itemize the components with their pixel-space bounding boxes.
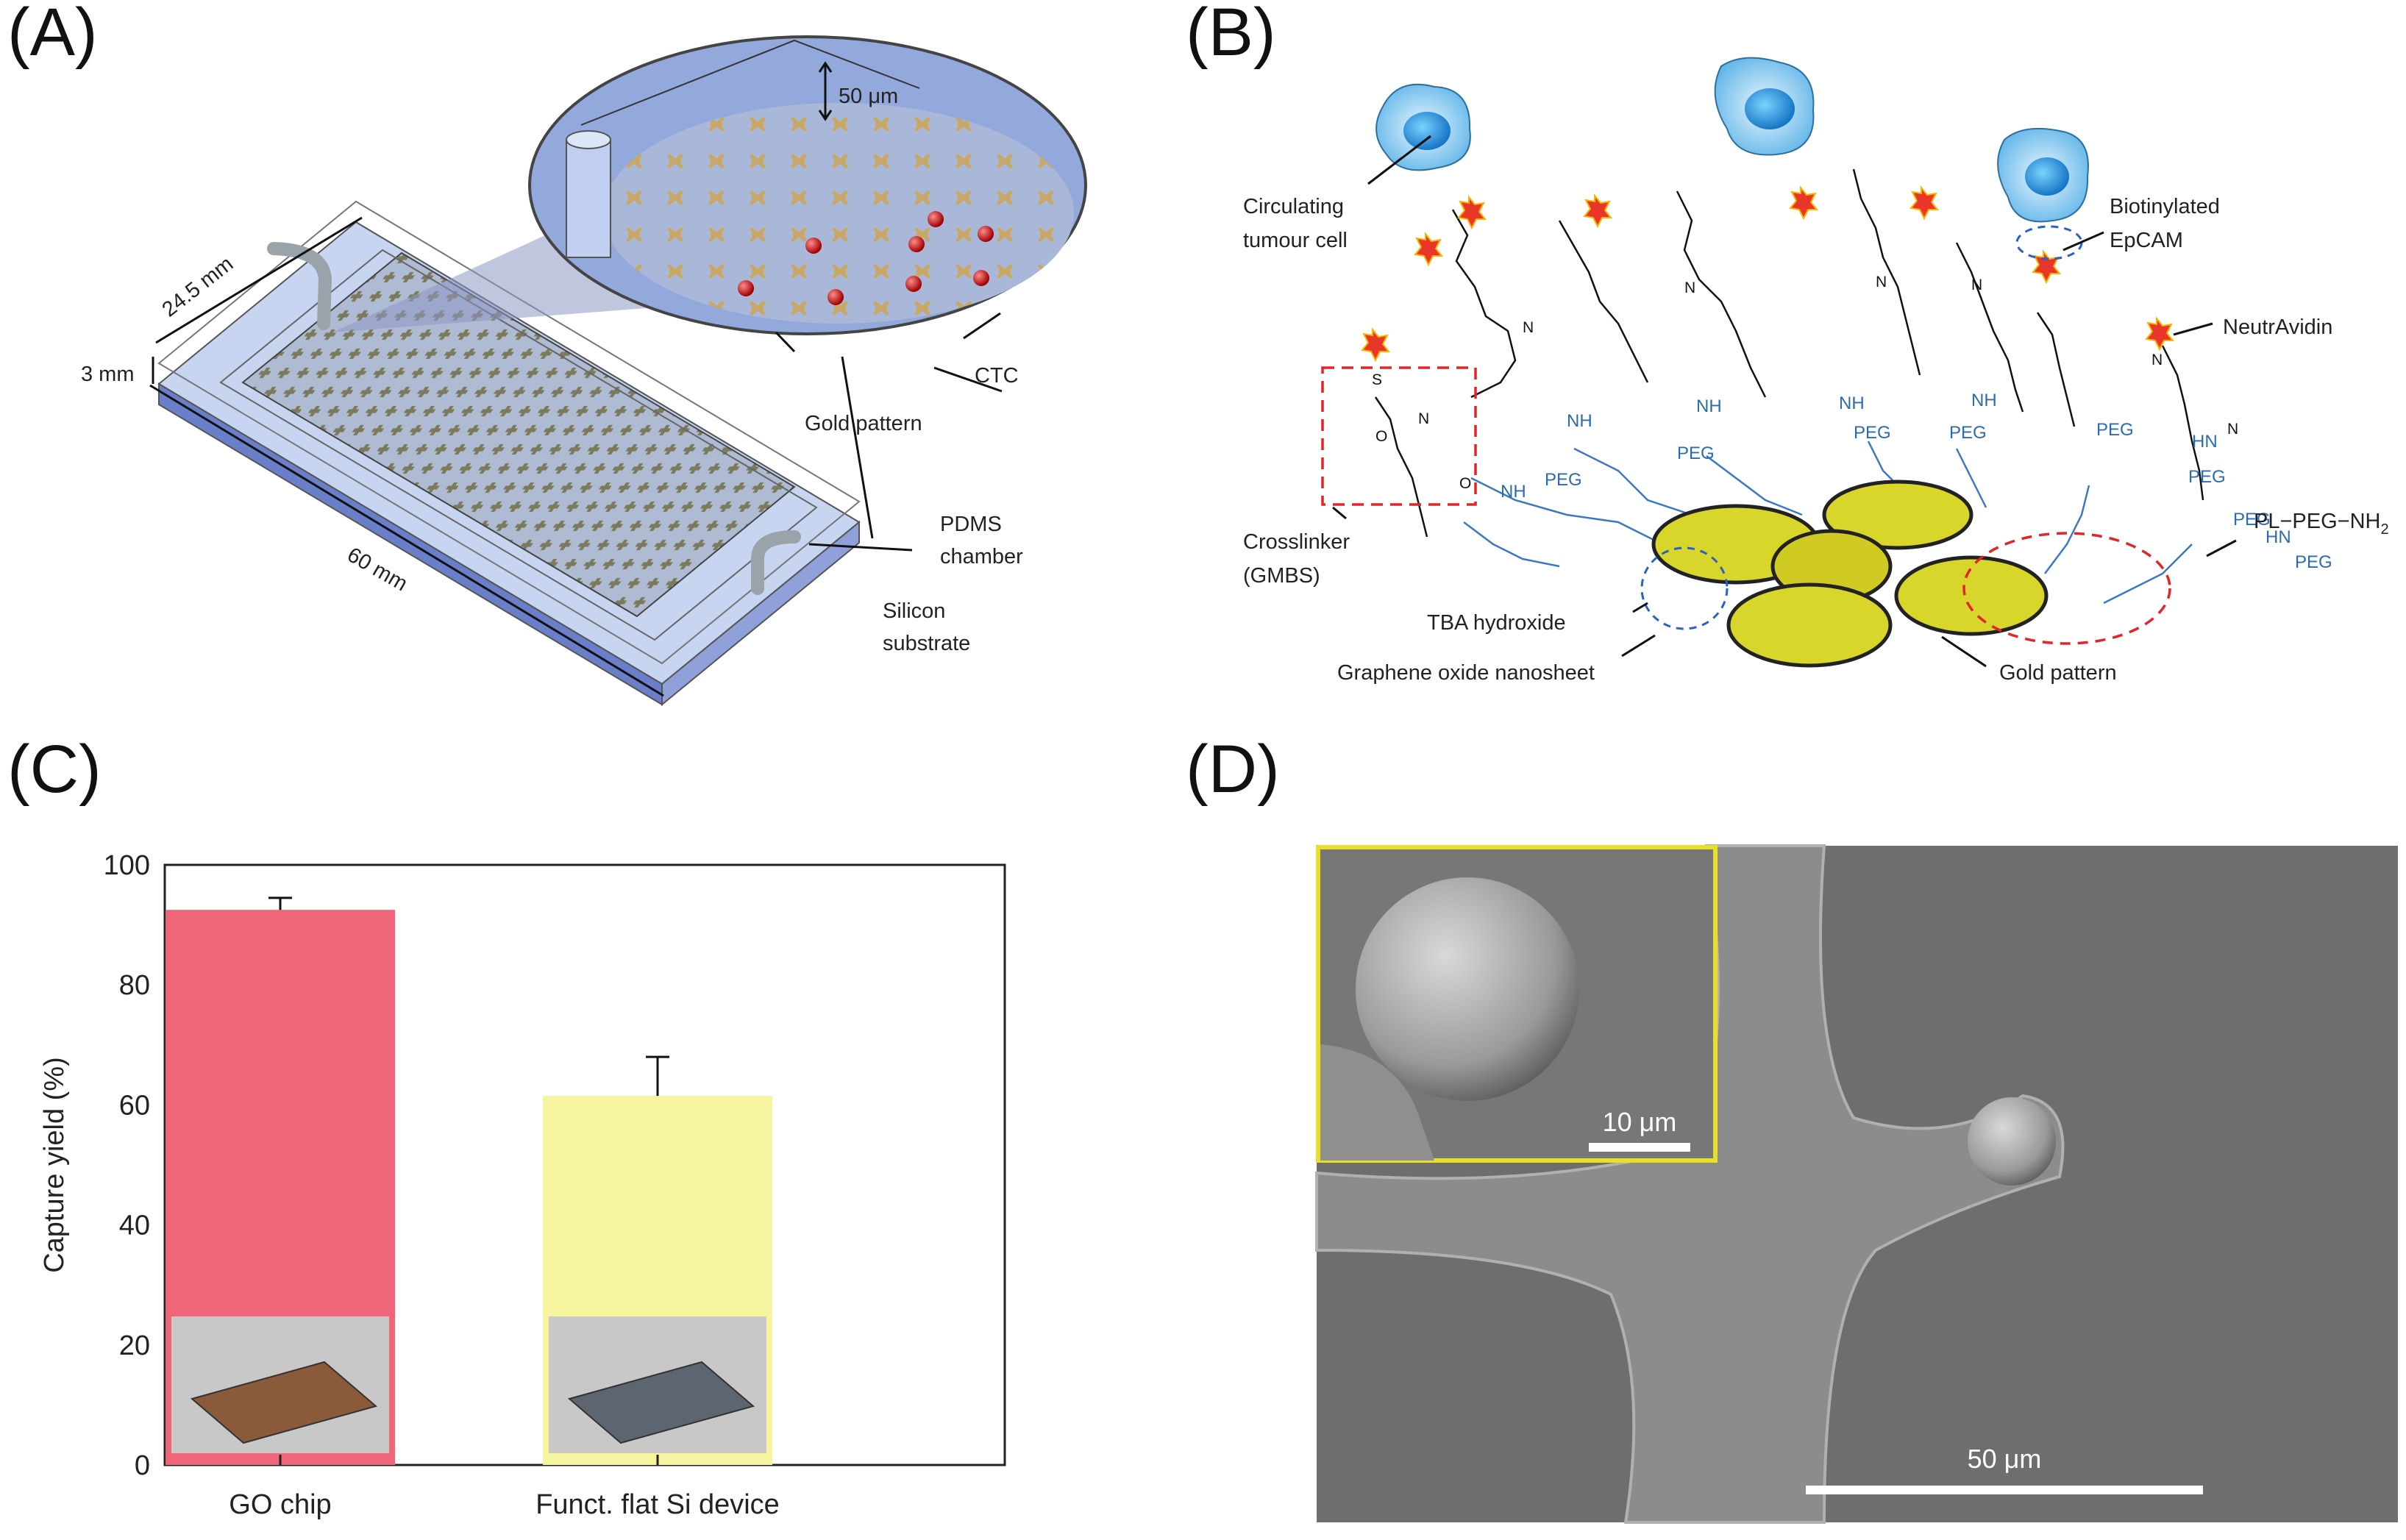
svg-text:60 mm: 60 mm (344, 543, 412, 596)
panel-b: (B) (1177, 0, 2406, 735)
panel-c: (C) 0 20 40 60 80 100 GO chip Funct. flat Si d… (0, 732, 1177, 1540)
crosslinker-highlight-box (1321, 366, 1477, 506)
y-tick-label-3: 60 (119, 1090, 150, 1121)
surface-chemistry-diagram: PEG PEG PEG PEG PEG PEG PEG PEG NH NH NH… (1243, 57, 2389, 685)
chemical-linkers (1374, 168, 2204, 538)
pointer-lines (1332, 135, 2237, 668)
device-photo-chip-0 (190, 1361, 378, 1444)
y-axis-label: Capture yield (%) (39, 1057, 70, 1273)
x-tick-label-1: Funct. flat Si device (535, 1489, 780, 1520)
svg-text:NH: NH (1839, 393, 1865, 413)
y-tick-label-5: 100 (104, 850, 150, 881)
svg-text:HN: HN (2266, 527, 2291, 547)
panel-b-letter: (B) (1186, 0, 1276, 70)
svg-text:chamber: chamber (940, 545, 1023, 568)
svg-text:(GMBS): (GMBS) (1243, 564, 1320, 588)
svg-text:PEG: PEG (2096, 420, 2134, 440)
captured-cell (1968, 1097, 2056, 1186)
svg-text:N: N (1418, 410, 1429, 427)
svg-text:Silicon: Silicon (883, 599, 945, 623)
svg-text:N: N (1684, 279, 1695, 296)
svg-text:O: O (1459, 475, 1471, 492)
panel-a: (A) (0, 0, 1177, 735)
x-tick-label-0: GO chip (229, 1489, 331, 1520)
svg-text:PEG: PEG (2295, 552, 2332, 572)
inlet-tube (267, 242, 332, 330)
svg-text:PEG: PEG (1949, 423, 1987, 443)
svg-text:N: N (1876, 274, 1887, 290)
y-tick-label-1: 20 (119, 1330, 150, 1361)
tba-highlight-ring (1640, 546, 1729, 630)
neutravidin-stars (1361, 185, 2175, 363)
svg-text:24.5 mm: 24.5 mm (158, 252, 238, 322)
inset-scale-label: 10 μm (1603, 1107, 1677, 1137)
svg-text:CTC: CTC (975, 364, 1019, 388)
capture-yield-chart: 0 20 40 60 80 100 GO chip Funct. flat Si devic… (39, 850, 1006, 1520)
panel-d: (D) 10 μm 50 μm (1177, 732, 2406, 1540)
tumour-cell-2 (1714, 57, 1815, 156)
svg-text:O: O (1375, 428, 1387, 445)
svg-text:PEG: PEG (1677, 443, 1715, 463)
svg-text:N: N (1971, 277, 1982, 293)
svg-text:Biotinylated: Biotinylated (2110, 195, 2220, 218)
chip-body (157, 200, 861, 707)
svg-text:N: N (2227, 421, 2238, 438)
chemical-labels: PEG PEG PEG PEG PEG PEG PEG PEG NH NH NH… (1372, 274, 2332, 572)
svg-text:PEG: PEG (1545, 470, 1582, 490)
svg-text:NH: NH (1501, 482, 1526, 502)
svg-text:S: S (1372, 371, 1382, 388)
microfluidic-chip-diagram: 50 μm 24.5 mm 3 mm 60 mm CTC Gold patter… (81, 35, 1087, 707)
svg-text:TBA hydroxide: TBA hydroxide (1427, 611, 1566, 635)
panel-c-letter: (C) (7, 732, 102, 807)
zoom-inset (528, 35, 1087, 335)
svg-text:Gold pattern: Gold pattern (805, 412, 922, 435)
svg-text:EpCAM: EpCAM (2110, 229, 2183, 252)
svg-text:Graphene oxide nanosheet: Graphene oxide nanosheet (1337, 661, 1595, 685)
svg-text:N: N (2151, 352, 2163, 368)
y-tick-label-2: 40 (119, 1211, 150, 1241)
svg-text:PEG: PEG (2233, 510, 2271, 530)
svg-text:NH: NH (1567, 411, 1592, 431)
inset-cell (1356, 877, 1579, 1101)
svg-text:tumour cell: tumour cell (1243, 229, 1348, 252)
svg-text:PEG: PEG (1854, 423, 1891, 443)
svg-text:NeutrAvidin: NeutrAvidin (2223, 316, 2332, 339)
y-tick-label-0: 0 (135, 1450, 150, 1481)
main-scale-label: 50 μm (1968, 1444, 2042, 1474)
tumour-cell-3 (1997, 127, 2089, 223)
panel-a-letter: (A) (7, 0, 98, 70)
tumour-cell-1 (1375, 83, 1471, 171)
svg-text:50 μm: 50 μm (839, 85, 898, 108)
outlet-tube (751, 530, 801, 595)
svg-text:substrate: substrate (883, 632, 970, 655)
svg-text:NH: NH (1971, 391, 1997, 410)
graphene-gold-flower (1651, 480, 2049, 668)
device-photo-chip-1 (567, 1361, 755, 1444)
dimension-lines (149, 61, 1003, 697)
sem-micrograph: 10 μm 50 μm (1315, 844, 2398, 1524)
svg-text:Gold pattern: Gold pattern (1999, 661, 2117, 685)
svg-text:Circulating: Circulating (1243, 195, 1344, 218)
svg-text:HN: HN (2192, 432, 2218, 452)
svg-text:N: N (1523, 319, 1534, 336)
ctc-spheres (738, 211, 994, 305)
epcam-highlight-ring (2015, 225, 2083, 260)
peg-highlight-ring (1962, 532, 2171, 645)
svg-text:PDMS: PDMS (940, 513, 1002, 536)
y-tick-label-4: 80 (119, 970, 150, 1001)
panel-b-labels: Circulating tumour cell Biotinylated EpC… (1243, 195, 2389, 685)
svg-text:NH: NH (1696, 396, 1722, 416)
svg-text:PEG: PEG (2188, 467, 2226, 487)
pl-peg-nh2-label: PL−PEG−NH2 (2254, 510, 2389, 538)
svg-text:3 mm: 3 mm (81, 363, 135, 386)
svg-text:Crosslinker: Crosslinker (1243, 530, 1350, 554)
panel-d-letter: (D) (1186, 732, 1280, 807)
sem-inset: 10 μm (1316, 845, 1718, 1163)
